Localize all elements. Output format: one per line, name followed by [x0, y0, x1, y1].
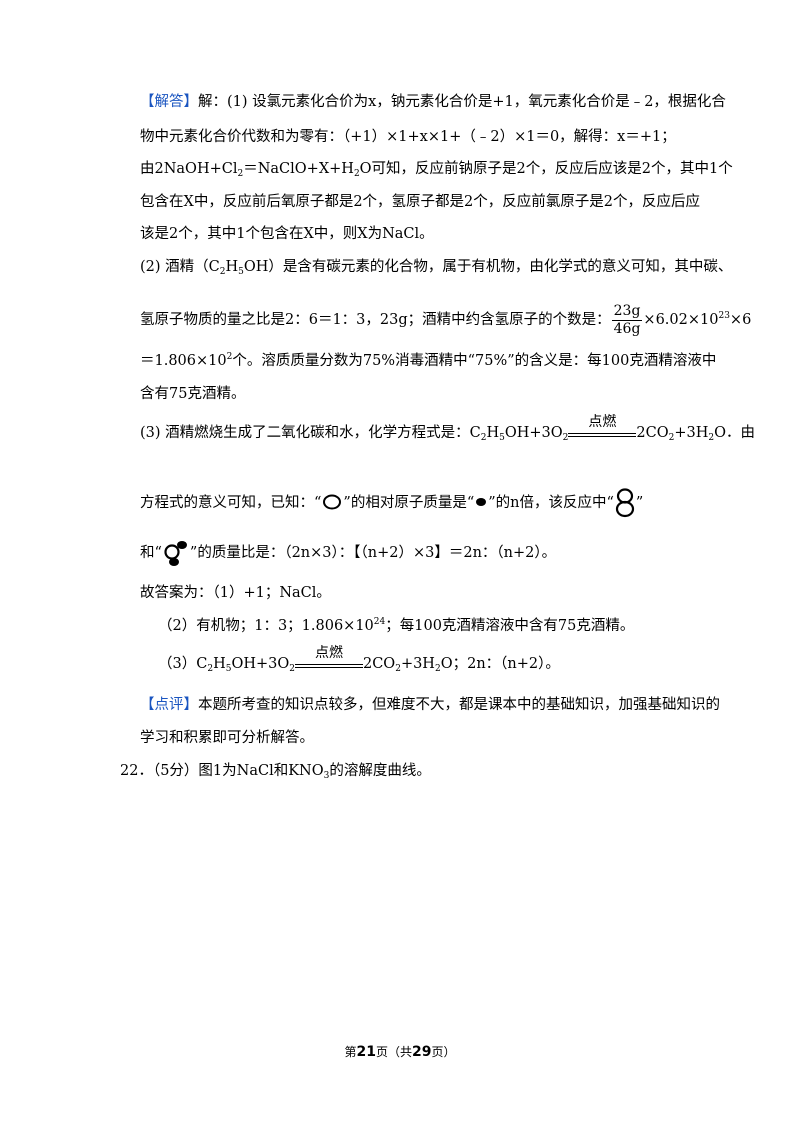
comment-line-1: 【点评】本题所考查的知识点较多，但难度不大，都是课本中的基础知识，加强基础知识的 [140, 697, 720, 713]
answer-line-11: 方程式的意义可知，已知：“”的相对原子质量是“”的n倍，该反应中“” [140, 488, 643, 518]
final-answer-line: 故答案为：（1）+1；NaCl。 [140, 585, 331, 601]
reaction-condition: 点燃 [568, 414, 637, 442]
answer-line-12: 和“”的质量比是：（2n×3）：【（n+2）×3】＝2n：（n+2）。 [140, 538, 556, 568]
page-total: 29 [412, 1044, 432, 1060]
comment-line-2: 学习和积累即可分析解答。 [140, 730, 314, 746]
answer-line-3: 由2NaOH+Cl2＝NaClO+X+H2O可知，反应前钠原子是2个，反应后应该… [140, 161, 733, 179]
answer-line-2: 物中元素化合价代数和为零有：（+1）×1+x×1+（﹣2）×1＝0，解得：x＝+… [140, 129, 676, 145]
answer-line-8: ＝1.806×102个。溶质质量分数为75%消毒酒精中“75%”的含义是：每10… [140, 352, 717, 370]
answer-tag: 【解答】 [140, 94, 198, 110]
answer-line-4: 包含在X中，反应前后氧原子都是2个，氢原子都是2个，反应前氯原子是2个，反应后应 [140, 194, 700, 210]
answer-line-9: 含有75克酒精。 [140, 386, 246, 402]
question-22: 22．（5分）图1为NaCl和KNO3的溶解度曲线。 [120, 763, 431, 781]
hydrogen-atom-icon [476, 498, 487, 506]
page-footer: 第21页（共29页） [344, 1044, 456, 1060]
oxygen-atom-icon [323, 494, 342, 510]
answer-line-5: 该是2个，其中1个包含在X中，则X为NaCl。 [140, 226, 434, 242]
oxygen-molecule-icon [615, 488, 635, 518]
reaction-condition-2: 点燃 [294, 645, 363, 673]
answer-line-1: 【解答】解：(1) 设氯元素化合价为x，钠元素化合价是+1，氧元素化合价是﹣2，… [140, 94, 726, 110]
page-number: 21 [356, 1044, 376, 1060]
answer-line-6: (2) 酒精（C2H5OH）是含有碳元素的化合物，属于有机物，由化学式的意义可知… [140, 259, 733, 277]
water-molecule-icon [164, 541, 187, 566]
comment-tag: 【点评】 [140, 697, 198, 713]
final-answer-2: （2）有机物；1：3；1.806×1024；每100克酒精溶液中含有75克酒精。 [158, 617, 635, 635]
